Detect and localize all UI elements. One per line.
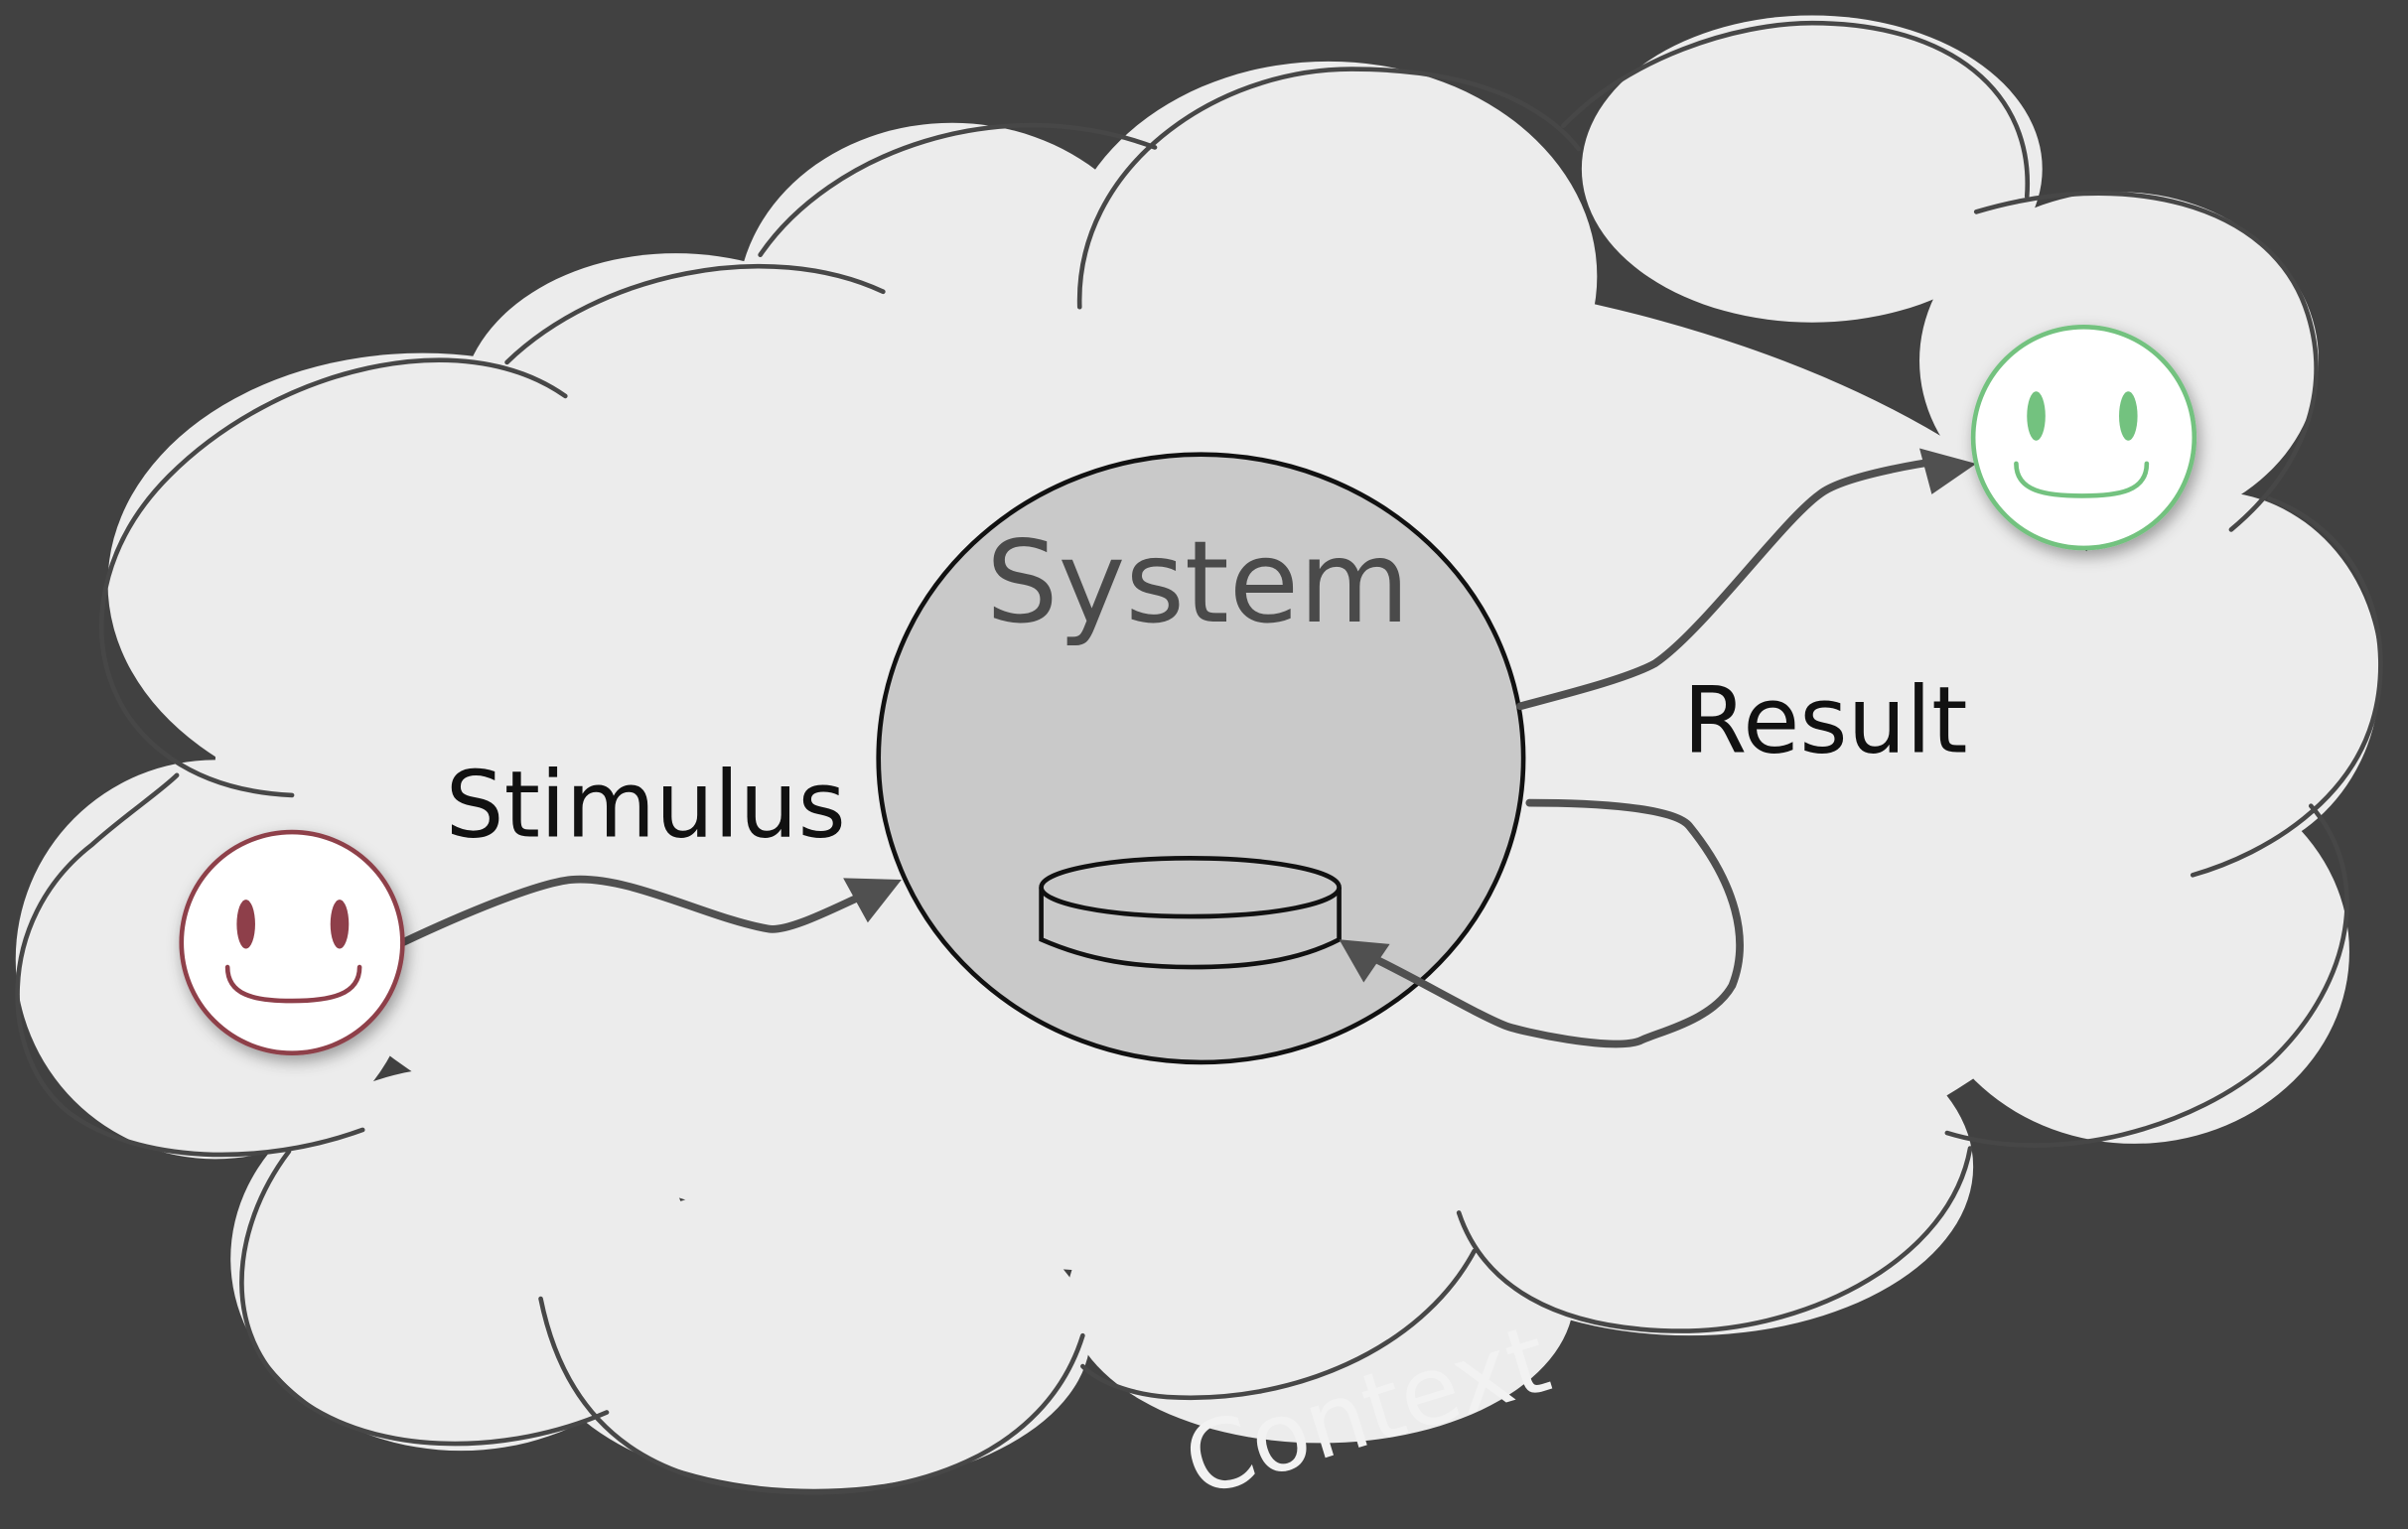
system-label: System <box>986 516 1410 648</box>
system-node: System <box>876 452 1526 1065</box>
stimulus-arrow <box>398 875 902 947</box>
database-cylinder-icon <box>1039 855 1342 970</box>
result-label: Result <box>1683 667 1968 774</box>
stimulus-label: Stimulus <box>446 752 846 859</box>
happy-smiley-face-icon <box>1970 325 2197 551</box>
feedback-arrow <box>1339 798 1744 1048</box>
result-arrow <box>1516 448 1977 711</box>
unhappy-smiley-face-icon <box>179 829 405 1056</box>
